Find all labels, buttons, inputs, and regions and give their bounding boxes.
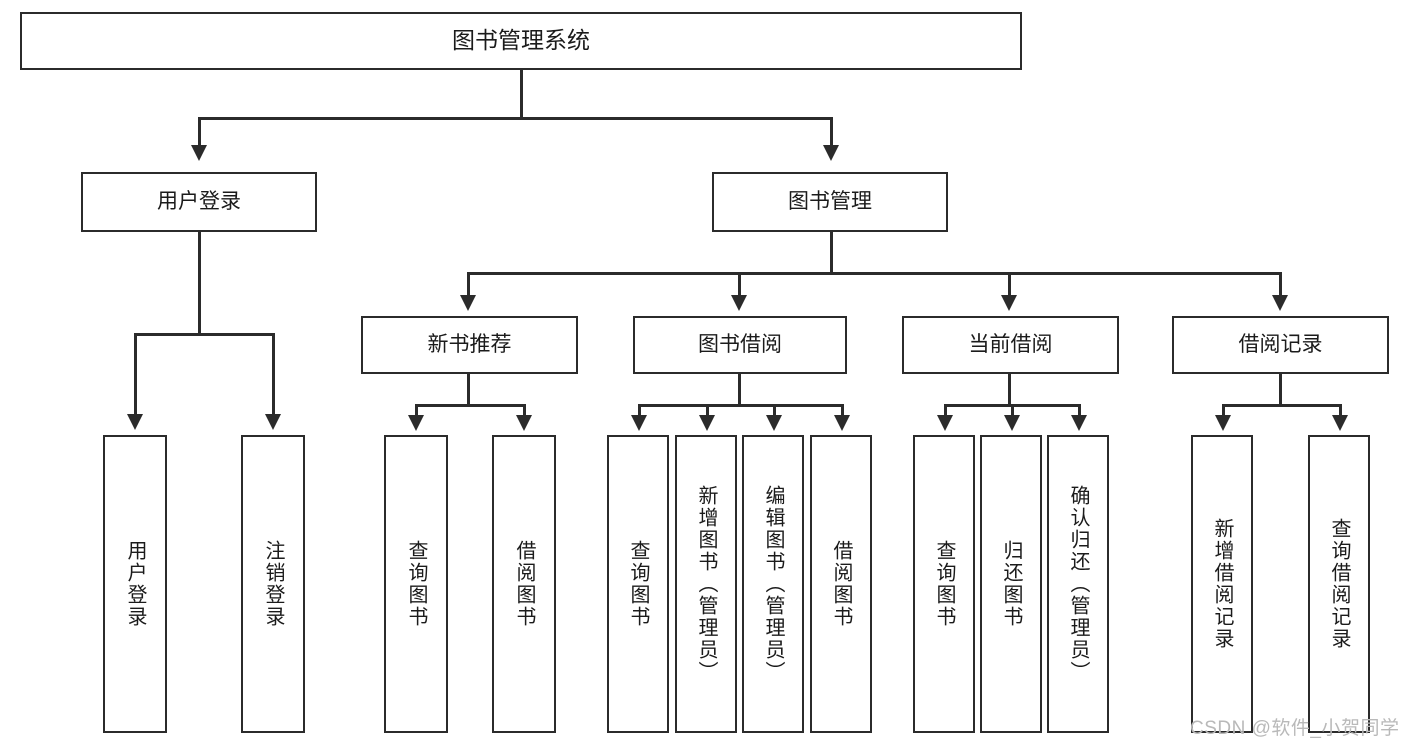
node-label: 图书管理 [788,189,872,213]
arrowhead-to-book-borrow [731,295,747,311]
connector-bb-drop-1 [638,404,641,416]
node-label: 确认归还（管理员） [1067,485,1089,683]
node-label: 图书管理系统 [452,27,590,54]
node-label: 查询图书 [933,540,955,628]
leaf-cb-query-book[interactable]: 查询图书 [913,435,975,733]
connector-bm-drop-4 [1279,272,1282,296]
node-label: 查询图书 [405,540,427,628]
node-label: 注销登录 [262,540,284,628]
node-label: 用户登录 [124,540,146,628]
arrowhead-bb-leaf-2 [699,415,715,431]
leaf-br-add-record[interactable]: 新增借阅记录 [1191,435,1253,733]
connector-bb-stem [738,374,741,406]
connector-user-login-drop-1 [134,333,137,415]
arrowhead-to-new-book-recommend [460,295,476,311]
arrowhead-nbr-leaf-2 [516,415,532,431]
node-label: 用户登录 [157,189,241,213]
node-label: 新书推荐 [427,332,512,356]
arrowhead-cb-leaf-3 [1071,415,1087,431]
connector-nbr-bus [415,404,525,407]
leaf-bb-add-book-admin[interactable]: 新增图书（管理员） [675,435,737,733]
node-borrow-record[interactable]: 借阅记录 [1172,316,1389,374]
node-new-book-recommend[interactable]: 新书推荐 [361,316,578,374]
connector-cb-drop-3 [1078,404,1081,416]
node-label: 新增借阅记录 [1211,518,1233,650]
node-label: 查询图书 [627,540,649,628]
leaf-user-login-logout[interactable]: 注销登录 [241,435,305,733]
connector-nbr-drop-1 [415,404,418,416]
connector-br-drop-2 [1339,404,1342,416]
arrowhead-cb-leaf-1 [937,415,953,431]
arrowhead-cb-leaf-2 [1004,415,1020,431]
node-book-management[interactable]: 图书管理 [712,172,948,232]
leaf-cb-confirm-return-admin[interactable]: 确认归还（管理员） [1047,435,1109,733]
connector-bb-drop-4 [841,404,844,416]
arrowhead-bb-leaf-1 [631,415,647,431]
node-label: 借阅图书 [513,540,535,628]
connector-user-login-stem [198,232,201,335]
arrowhead-to-borrow-record [1272,295,1288,311]
node-label: 编辑图书（管理员） [762,485,784,683]
connector-user-login-drop-2 [272,333,275,415]
connector-bm-drop-1 [467,272,470,296]
connector-user-login-bus [134,333,274,336]
leaf-nbr-borrow-book[interactable]: 借阅图书 [492,435,556,733]
connector-cb-drop-1 [944,404,947,416]
node-label: 借阅图书 [830,540,852,628]
leaf-br-query-record[interactable]: 查询借阅记录 [1308,435,1370,733]
connector-br-drop-1 [1222,404,1225,416]
connector-bm-drop-3 [1008,272,1011,296]
connector-nbr-stem [467,374,470,406]
node-label: 归还图书 [1000,540,1022,628]
node-book-borrow[interactable]: 图书借阅 [633,316,847,374]
node-label: 借阅记录 [1238,332,1323,356]
connector-nbr-drop-2 [523,404,526,416]
connector-root-drop-right [830,117,833,145]
connector-br-bus [1222,404,1341,407]
connector-bm-drop-2 [738,272,741,296]
connector-cb-drop-2 [1011,404,1014,416]
arrowhead-bb-leaf-4 [834,415,850,431]
arrowhead-nbr-leaf-1 [408,415,424,431]
connector-bb-bus [638,404,844,407]
leaf-bb-query-book[interactable]: 查询图书 [607,435,669,733]
arrowhead-br-leaf-2 [1332,415,1348,431]
arrowhead-to-user-login [191,145,207,161]
connector-bb-drop-3 [773,404,776,416]
connector-root-bus [198,117,832,120]
arrowhead-to-book-management [823,145,839,161]
leaf-nbr-query-book[interactable]: 查询图书 [384,435,448,733]
connector-book-management-stem [830,232,833,274]
leaf-bb-edit-book-admin[interactable]: 编辑图书（管理员） [742,435,804,733]
connector-root-drop-left [198,117,201,145]
leaf-cb-return-book[interactable]: 归还图书 [980,435,1042,733]
leaf-bb-borrow-book[interactable]: 借阅图书 [810,435,872,733]
connector-root-stem [520,70,523,118]
connector-bb-drop-2 [706,404,709,416]
node-label: 当前借阅 [968,332,1053,356]
arrowhead-to-current-borrow [1001,295,1017,311]
node-label: 查询借阅记录 [1328,518,1350,650]
node-label: 新增图书（管理员） [695,485,717,683]
connector-cb-stem [1008,374,1011,406]
arrowhead-user-login-leaf-2 [265,414,281,430]
arrowhead-br-leaf-1 [1215,415,1231,431]
node-user-login[interactable]: 用户登录 [81,172,317,232]
arrowhead-user-login-leaf-1 [127,414,143,430]
node-current-borrow[interactable]: 当前借阅 [902,316,1119,374]
node-label: 图书借阅 [698,332,782,356]
leaf-user-login-login[interactable]: 用户登录 [103,435,167,733]
arrowhead-bb-leaf-3 [766,415,782,431]
connector-br-stem [1279,374,1282,406]
connector-book-management-bus [467,272,1281,275]
node-root-book-management-system[interactable]: 图书管理系统 [20,12,1022,70]
